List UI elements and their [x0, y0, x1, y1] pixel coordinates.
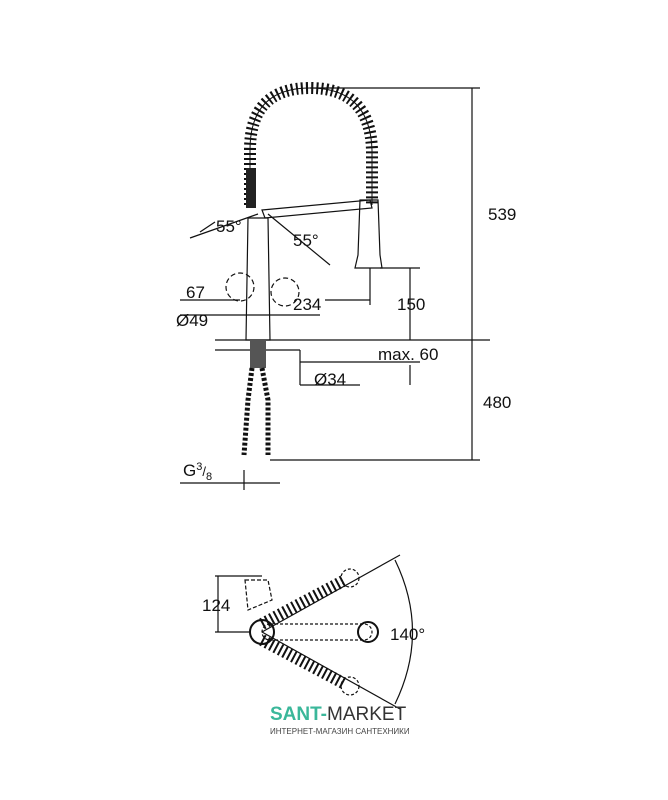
dim-lever-offset: 67 [186, 283, 205, 302]
dim-angle-left: 55° [216, 217, 242, 236]
logo-part1: SANT- [270, 704, 327, 725]
top-view [215, 554, 413, 710]
dim-spout-reach: 234 [293, 295, 321, 314]
logo: SANT-MARKET [270, 704, 406, 726]
dim-connection: G3/8 [183, 461, 212, 483]
dim-counter-thickness: max. 60 [378, 345, 438, 364]
dim-below-counter: 480 [483, 393, 511, 412]
dim-swivel-angle: 140° [390, 625, 425, 644]
faucet-body [245, 217, 271, 341]
dim-spout-height: 150 [397, 295, 425, 314]
dim-height-total: 539 [488, 205, 516, 224]
dim-depth: 124 [202, 596, 230, 615]
dim-angle-right: 55° [293, 231, 319, 250]
spring-coil [244, 81, 378, 208]
spout-arm [261, 199, 373, 219]
spray-head [354, 199, 383, 269]
dim-hole-diameter: Ø34 [314, 370, 346, 389]
dim-base-diameter: Ø49 [176, 311, 208, 330]
logo-part2: MARKET [327, 704, 407, 725]
logo-subtitle: ИНТЕРНЕТ-МАГАЗИН САНТЕХНИКИ [270, 727, 410, 736]
